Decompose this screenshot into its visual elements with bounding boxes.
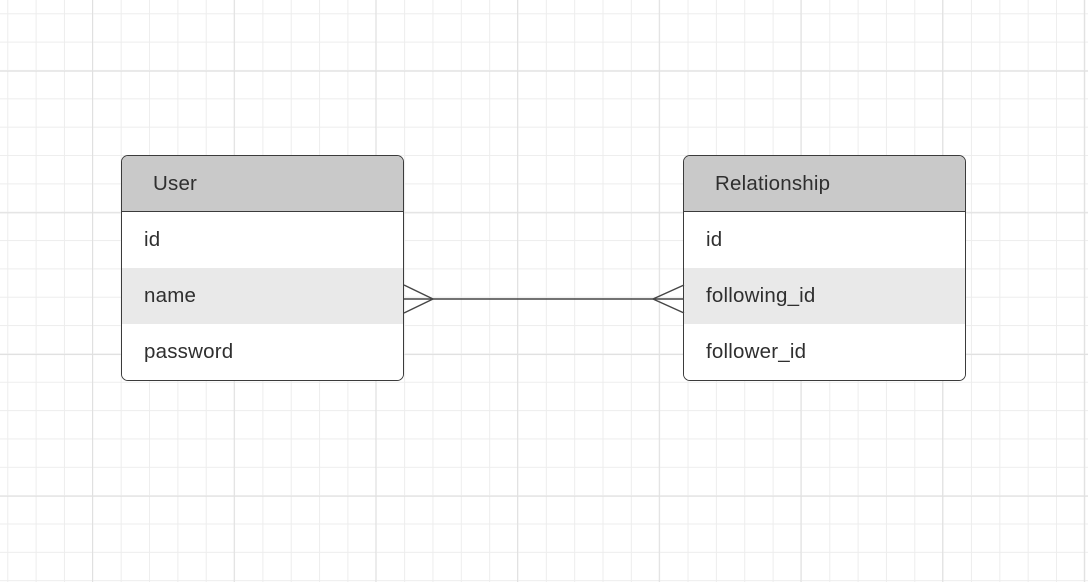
entity-field-row[interactable]: id xyxy=(122,212,403,268)
entity-field-row[interactable]: following_id xyxy=(684,268,965,324)
field-label: follower_id xyxy=(706,340,807,363)
entity-field-row[interactable]: id xyxy=(684,212,965,268)
crows-foot-many-icon xyxy=(651,284,685,314)
entity-title: Relationship xyxy=(715,171,831,195)
entity-table-user[interactable]: User id name password xyxy=(121,155,404,381)
field-label: id xyxy=(706,228,723,251)
field-label: name xyxy=(144,284,197,307)
entity-title: User xyxy=(153,171,198,195)
field-label: id xyxy=(144,228,161,251)
entity-field-row[interactable]: follower_id xyxy=(684,324,965,380)
entity-header-user[interactable]: User xyxy=(122,156,403,212)
crows-foot-many-icon xyxy=(403,284,435,314)
entity-field-row[interactable]: name xyxy=(122,268,403,324)
entity-table-relationship[interactable]: Relationship id following_id follower_id xyxy=(683,155,966,381)
field-label: password xyxy=(144,340,234,363)
entity-field-row[interactable]: password xyxy=(122,324,403,380)
field-label: following_id xyxy=(706,284,816,307)
entity-header-relationship[interactable]: Relationship xyxy=(684,156,965,212)
